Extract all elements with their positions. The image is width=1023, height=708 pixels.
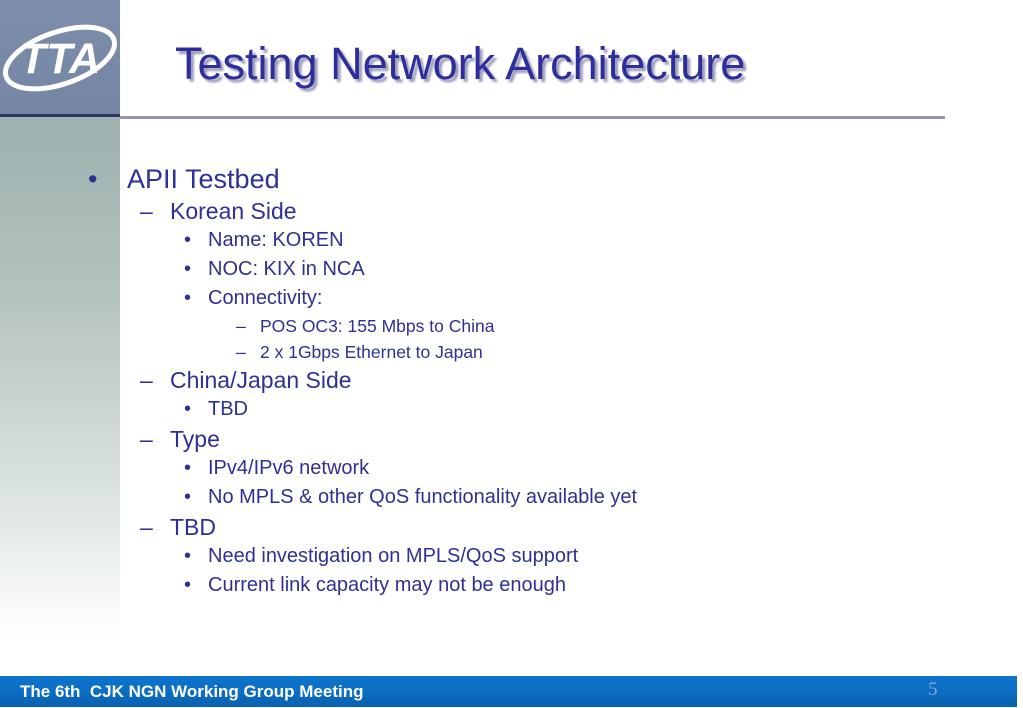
slide-title: Testing Network Architecture [175, 38, 746, 89]
bullet-marker: • [184, 287, 192, 309]
bullet-text: TBD [170, 513, 216, 540]
tta-logo-icon: TTA [2, 24, 118, 92]
bullet-text: 2 x 1Gbps Ethernet to Japan [260, 341, 483, 362]
bullet-line: • No MPLS & other QoS functionality avai… [0, 483, 1023, 512]
bullet-marker: – [236, 315, 246, 336]
bullet-line: • NOC: KIX in NCA [0, 255, 1023, 284]
bullet-line: – 2 x 1Gbps Ethernet to Japan [0, 339, 1023, 365]
bullet-text: IPv4/IPv6 network [208, 457, 370, 479]
bullet-line: • Name: KOREN [0, 226, 1023, 255]
bullet-marker: • [88, 163, 98, 194]
bullet-marker: – [236, 341, 246, 362]
bullet-marker: – [140, 513, 153, 540]
bullet-marker: • [184, 545, 192, 567]
bullet-text: No MPLS & other QoS functionality availa… [208, 486, 638, 508]
bullet-line: – TBD [0, 512, 1023, 542]
bullet-list: • APII Testbed – Korean Side • Name: KOR… [0, 162, 1023, 600]
bullet-text: Korean Side [170, 197, 297, 224]
bullet-line: – POS OC3: 155 Mbps to China [0, 313, 1023, 339]
tta-logo: TTA [0, 0, 120, 117]
bullet-line: – China/Japan Side [0, 365, 1023, 395]
bullet-line: – Korean Side [0, 196, 1023, 226]
bullet-marker: • [184, 486, 192, 508]
bullet-line: • TBD [0, 395, 1023, 424]
bullet-line: • IPv4/IPv6 network [0, 454, 1023, 483]
bullet-text: POS OC3: 155 Mbps to China [260, 315, 495, 336]
bullet-text: Current link capacity may not be enough [208, 574, 566, 596]
bullet-marker: – [140, 425, 153, 452]
bullet-marker: • [184, 258, 192, 280]
bullet-text: Type [170, 425, 220, 452]
bullet-text: Connectivity: [208, 287, 323, 309]
footer-bar: The 6th CJK NGN Working Group Meeting 5 [0, 676, 1017, 707]
bullet-text: TBD [208, 398, 248, 420]
bullet-marker: – [140, 197, 153, 224]
bullet-line: • Need investigation on MPLS/QoS support [0, 542, 1023, 571]
page-number: 5 [928, 679, 938, 700]
header-divider [120, 116, 945, 119]
bullet-line: • Current link capacity may not be enoug… [0, 571, 1023, 600]
bullet-marker: • [184, 229, 192, 251]
bullet-marker: • [184, 574, 192, 596]
bullet-line: • APII Testbed [0, 162, 1023, 196]
bullet-text: Need investigation on MPLS/QoS support [208, 545, 579, 567]
bullet-line: – Type [0, 424, 1023, 454]
bullet-marker: • [184, 457, 192, 479]
side-gradient-band [0, 117, 120, 637]
bullet-text: NOC: KIX in NCA [208, 258, 365, 280]
bullet-text: APII Testbed [127, 163, 280, 194]
bullet-text: Name: KOREN [208, 229, 344, 251]
bullet-marker: – [140, 366, 153, 393]
bullet-text: China/Japan Side [170, 366, 352, 393]
bullet-marker: • [184, 398, 192, 420]
tta-logo-text: TTA [20, 35, 100, 83]
bullet-line: • Connectivity: [0, 284, 1023, 313]
footer-text: The 6th CJK NGN Working Group Meeting [20, 681, 364, 701]
